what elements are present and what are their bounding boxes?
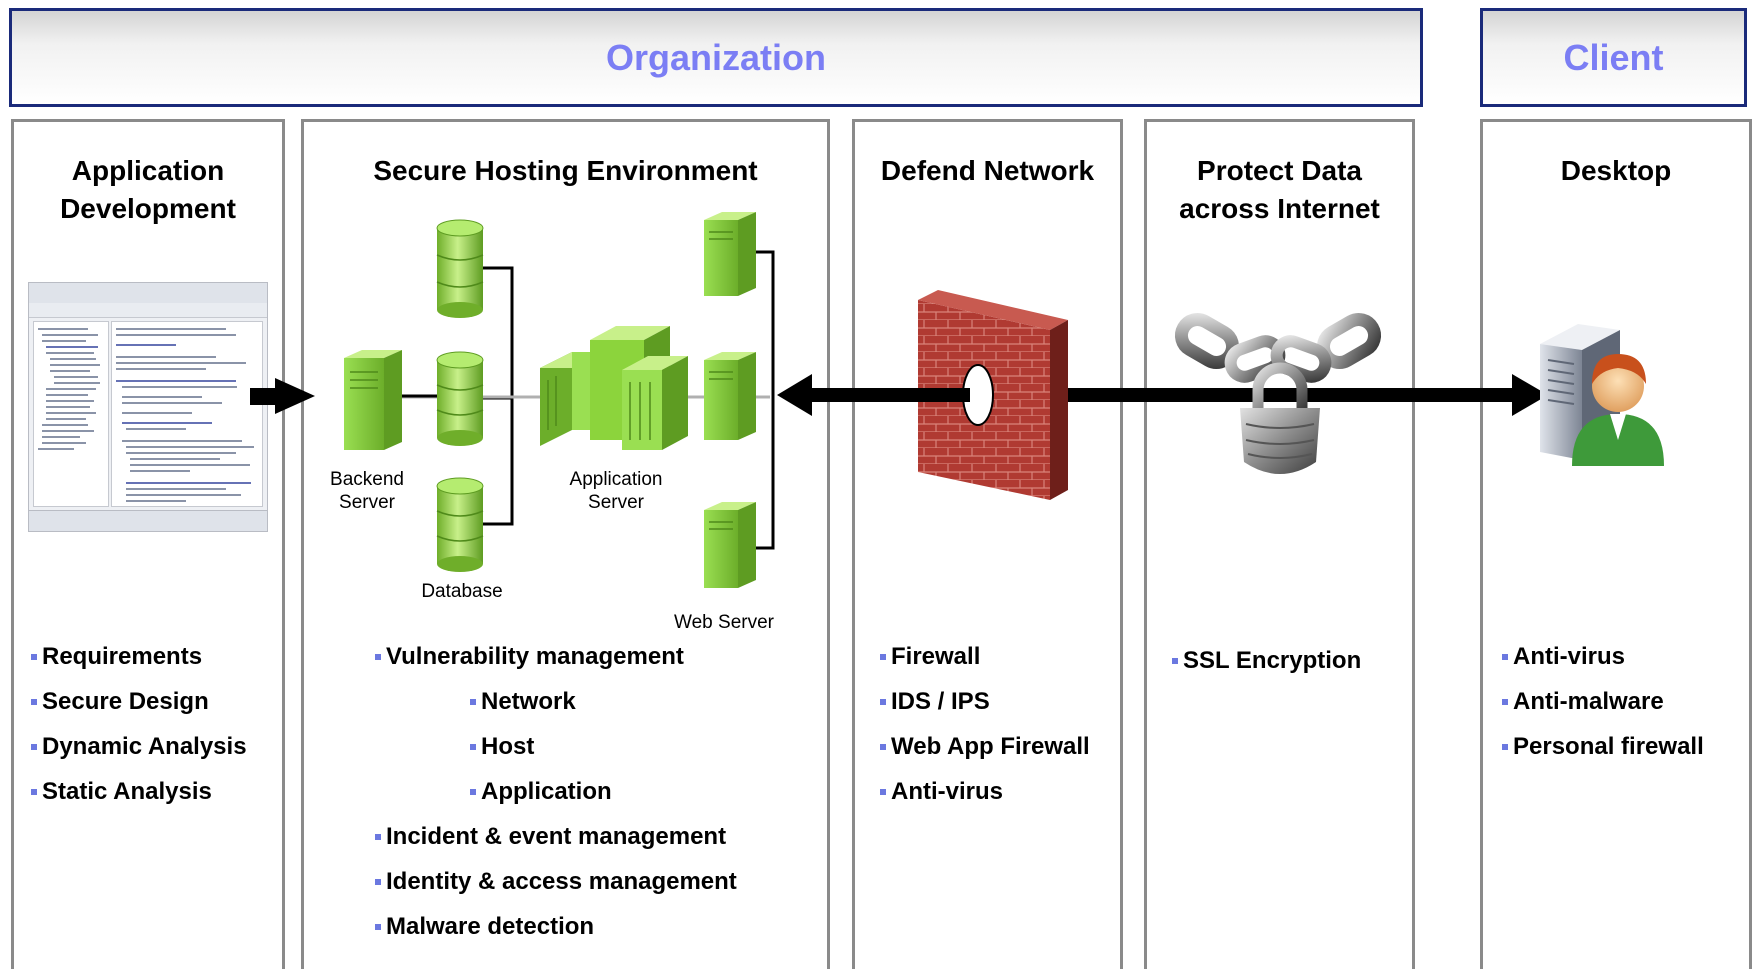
list-item: Network xyxy=(470,687,737,732)
column-protect-data: Protect Data across Internet xyxy=(1144,119,1415,969)
arrow-internet-to-desktop xyxy=(1068,374,1548,416)
organization-header: Organization xyxy=(9,8,1423,107)
list-item: Static Analysis xyxy=(31,777,247,822)
column-title-app-development: Application Development xyxy=(60,155,236,224)
server-icon xyxy=(704,352,756,440)
desktop-list: Anti-virus Anti-malware Personal firewal… xyxy=(1502,642,1704,777)
list-item: Dynamic Analysis xyxy=(31,732,247,777)
data-list: SSL Encryption xyxy=(1172,646,1361,691)
server-icon xyxy=(704,502,756,588)
list-item: SSL Encryption xyxy=(1172,646,1361,691)
column-title-secure-hosting: Secure Hosting Environment xyxy=(373,155,758,186)
database-icon xyxy=(436,219,484,318)
database-icon xyxy=(436,477,484,572)
column-desktop: Desktop xyxy=(1480,119,1752,969)
server-icon xyxy=(344,350,402,450)
hosting-list: Vulnerability management Network Host Ap… xyxy=(375,642,737,957)
list-item: Anti-virus xyxy=(880,777,1090,822)
list-item: Vulnerability management xyxy=(375,642,737,687)
chain-padlock-icon xyxy=(1174,313,1382,474)
client-header: Client xyxy=(1480,8,1747,107)
application-server-icon xyxy=(540,326,688,450)
list-item: Secure Design xyxy=(31,687,247,732)
list-item: Anti-malware xyxy=(1502,687,1704,732)
list-item: Application xyxy=(470,777,737,822)
column-app-development: Application Development xyxy=(11,119,285,969)
application-server-label: Application Server xyxy=(569,469,663,513)
network-list: Firewall IDS / IPS Web App Firewall Anti… xyxy=(880,642,1090,822)
list-item: Host xyxy=(470,732,737,777)
ide-screenshot-icon xyxy=(28,282,268,532)
column-title-defend-network: Defend Network xyxy=(880,155,1095,186)
client-title: Client xyxy=(1563,36,1664,78)
brick-firewall-icon xyxy=(918,290,1068,500)
list-item: Incident & event management xyxy=(375,822,737,867)
column-title-protect-data: Protect Data across Internet xyxy=(1179,155,1380,224)
list-item: Requirements xyxy=(31,642,247,687)
list-item: Firewall xyxy=(880,642,1090,687)
app-dev-list: Requirements Secure Design Dynamic Analy… xyxy=(31,642,247,822)
web-server-label: Web Server xyxy=(674,612,774,633)
list-item: IDS / IPS xyxy=(880,687,1090,732)
list-item: Anti-virus xyxy=(1502,642,1704,687)
server-icon xyxy=(704,212,756,296)
database-icon xyxy=(436,351,484,446)
database-label: Database xyxy=(421,581,503,602)
arrow-firewall-to-hosting xyxy=(777,374,970,416)
organization-title: Organization xyxy=(605,36,826,78)
desktop-user-icon xyxy=(1540,324,1664,466)
column-defend-network: Defend Network xyxy=(852,119,1123,969)
column-title-desktop: Desktop xyxy=(1560,155,1672,186)
list-item: Malware detection xyxy=(375,912,737,957)
list-item: Web App Firewall xyxy=(880,732,1090,777)
list-item: Personal firewall xyxy=(1502,732,1704,777)
backend-server-label: Backend Server xyxy=(330,469,404,513)
list-item: Identity & access management xyxy=(375,867,737,912)
arrow-to-hosting xyxy=(250,378,315,414)
